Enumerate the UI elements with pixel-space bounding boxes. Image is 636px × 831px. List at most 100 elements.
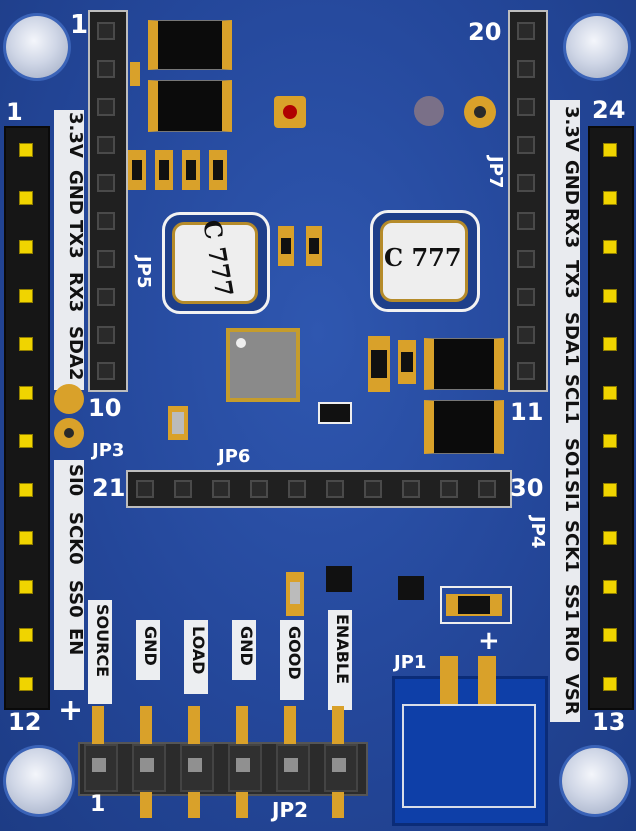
jp2-pin-head bbox=[188, 758, 202, 772]
gold-pin bbox=[603, 434, 617, 448]
jp2-pin-head bbox=[332, 758, 346, 772]
header-left-gold bbox=[4, 126, 50, 710]
label-strip-gnd bbox=[136, 620, 160, 680]
jumper-label-jp4: JP4 bbox=[527, 516, 548, 549]
pin-number-mid-10: 10 bbox=[88, 394, 122, 422]
right-silk-vsr: VSR bbox=[561, 674, 582, 715]
mounting-hole-top-right bbox=[566, 16, 628, 78]
right-silk-rio: RIO bbox=[561, 626, 582, 662]
right-silk-ss1: SS1 bbox=[561, 584, 582, 622]
jp2-pin-lead bbox=[284, 706, 296, 744]
pad bbox=[326, 480, 344, 498]
right-silk-si1: SI1 bbox=[561, 480, 582, 513]
inductor bbox=[424, 338, 504, 390]
gold-pin bbox=[603, 240, 617, 254]
pad bbox=[97, 98, 115, 116]
jumper-label-jp2: JP2 bbox=[272, 798, 309, 822]
right-silk-sda1: SDA1 bbox=[561, 312, 582, 367]
jumper-label-jp7: JP7 bbox=[485, 156, 506, 189]
gold-pin bbox=[19, 628, 33, 642]
left-silk-gnd: GND bbox=[65, 170, 86, 215]
jp2-pin-lead bbox=[140, 792, 152, 818]
qfn-pin1-dot bbox=[236, 338, 246, 348]
smd-body bbox=[186, 160, 196, 180]
gold-pin bbox=[19, 434, 33, 448]
jp2-pin-lead bbox=[236, 706, 248, 744]
jp2-pin-lead bbox=[188, 792, 200, 818]
mounting-hole-bottom-right bbox=[562, 748, 628, 814]
pin-number-bottom-right-13: 13 bbox=[592, 708, 626, 736]
pad bbox=[517, 250, 535, 268]
jp2-pin-lead bbox=[188, 706, 200, 744]
jp2-pin-head bbox=[236, 758, 250, 772]
left-silk-3v3: 3.3V bbox=[65, 112, 86, 158]
jp2-pin bbox=[324, 744, 358, 792]
gold-pin bbox=[19, 531, 33, 545]
jp2-pin-lead bbox=[236, 792, 248, 818]
jumper-label-jp6: JP6 bbox=[218, 446, 251, 467]
left-silk-strip-top bbox=[54, 110, 84, 390]
diode-body bbox=[458, 596, 490, 614]
gold-pin bbox=[603, 580, 617, 594]
battery-slot bbox=[402, 704, 536, 808]
pad bbox=[517, 60, 535, 78]
bottom-label-gnd-2: GND bbox=[237, 626, 256, 666]
right-silk-scl1: SCL1 bbox=[561, 374, 582, 425]
inductor bbox=[148, 20, 232, 70]
bottom-label-load: LOAD bbox=[189, 626, 208, 675]
label-strip-good bbox=[280, 620, 304, 700]
jp2-pin-lead bbox=[140, 706, 152, 744]
smd-body bbox=[172, 412, 184, 434]
battery-contact bbox=[478, 656, 496, 704]
pin-number-mid-11: 11 bbox=[510, 398, 544, 426]
bottom-label-gnd: GND bbox=[141, 626, 160, 666]
left-silk-si0: SI0 bbox=[65, 464, 86, 497]
left-silk-strip-bottom bbox=[54, 460, 84, 690]
pad bbox=[517, 22, 535, 40]
right-silk-gnd: GND bbox=[561, 160, 582, 205]
gold-pin bbox=[603, 191, 617, 205]
small-ic-bottom-right bbox=[398, 576, 424, 600]
pin-number-header-21: 21 bbox=[92, 474, 126, 502]
pad bbox=[97, 174, 115, 192]
gold-pin bbox=[603, 143, 617, 157]
pad bbox=[478, 480, 496, 498]
diode-outline bbox=[440, 586, 512, 624]
pad bbox=[250, 480, 268, 498]
label-strip-load bbox=[184, 620, 208, 694]
inductor bbox=[424, 400, 504, 454]
jp2-pin bbox=[276, 744, 310, 792]
via-gold-center bbox=[474, 106, 486, 118]
left-silk-sda2: SDA2 bbox=[65, 326, 86, 381]
right-silk-3v3: 3.3V bbox=[561, 106, 582, 152]
pad bbox=[212, 480, 230, 498]
pad bbox=[517, 174, 535, 192]
bottom-label-source: SOURCE bbox=[93, 604, 112, 678]
pin-number-top-right: 20 bbox=[468, 18, 502, 46]
pad bbox=[402, 480, 420, 498]
crystal-right-text: C 777 bbox=[384, 243, 462, 272]
pad bbox=[517, 288, 535, 306]
small-ic bbox=[318, 402, 352, 424]
left-silk-ss0: SS0 bbox=[65, 580, 86, 618]
header-jp2 bbox=[78, 742, 368, 796]
bottom-label-good: GOOD bbox=[285, 626, 304, 680]
jp3-pad bbox=[54, 384, 84, 414]
pad bbox=[517, 326, 535, 344]
small-ic-bottom bbox=[326, 566, 352, 592]
jumper-label-jp5: JP5 bbox=[133, 256, 154, 289]
gold-pin bbox=[19, 191, 33, 205]
right-silk-tx3: TX3 bbox=[561, 260, 582, 299]
pin-number-bottom-left-12: 12 bbox=[8, 708, 42, 736]
smd-body bbox=[371, 350, 387, 378]
pad bbox=[517, 212, 535, 230]
plus-sign-right: + bbox=[478, 626, 500, 656]
gold-pin bbox=[603, 337, 617, 351]
label-strip-enable bbox=[328, 610, 352, 710]
smd-body bbox=[213, 160, 223, 180]
jp3-hole bbox=[64, 428, 74, 438]
pad bbox=[364, 480, 382, 498]
left-silk-sck0: SCK0 bbox=[65, 512, 86, 565]
pin-number-bottom-1: 1 bbox=[90, 792, 106, 817]
